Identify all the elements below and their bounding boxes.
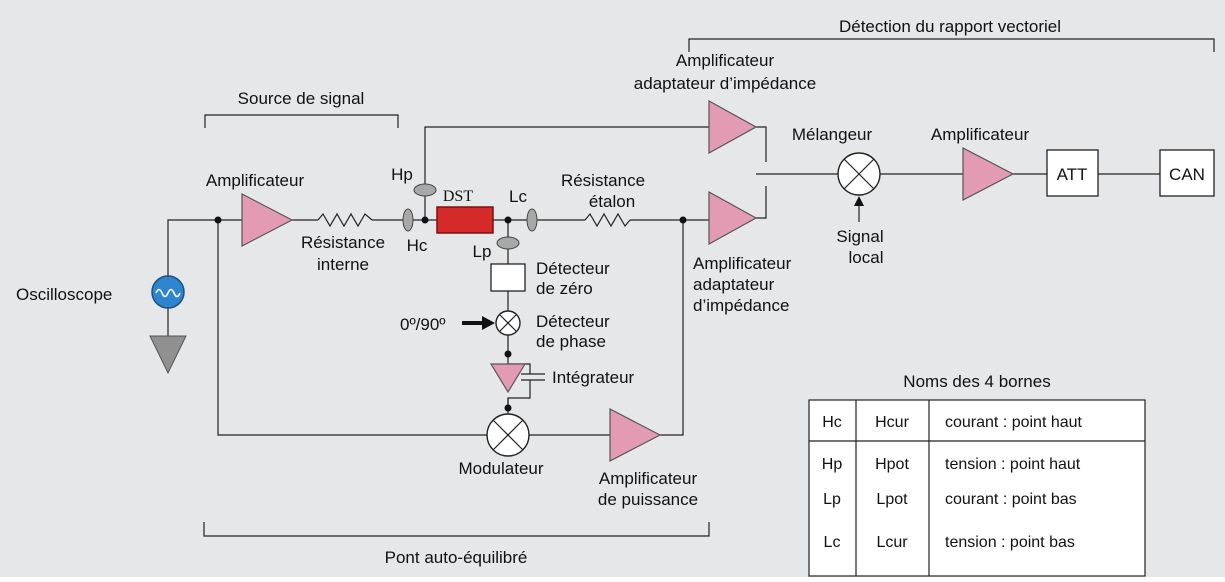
label-internal-resistance-1: Résistance bbox=[301, 233, 385, 252]
label-terminal-lp: Lp bbox=[473, 242, 492, 261]
label-buffer-top-1: Amplificateur bbox=[676, 51, 775, 70]
label-power-amp-2: de puissance bbox=[598, 490, 698, 509]
label-can: CAN bbox=[1169, 165, 1205, 184]
mixer bbox=[837, 152, 881, 196]
bracket-vector-ratio-detection bbox=[688, 38, 1215, 52]
table-cell-code: Hc bbox=[822, 414, 842, 431]
phase-detector bbox=[495, 310, 521, 336]
reference-resistor bbox=[584, 212, 631, 228]
terminals-table bbox=[808, 399, 1146, 577]
section-vector-ratio-detection: Détection du rapport vectoriel bbox=[839, 17, 1061, 36]
oscilloscope-icon bbox=[151, 275, 185, 309]
output-amplifier bbox=[962, 147, 1015, 201]
label-output-amplifier: Amplificateur bbox=[931, 125, 1030, 144]
bracket-auto-balancing-bridge bbox=[203, 522, 710, 537]
table-row: Lc Lcur tension : point bas bbox=[824, 534, 1075, 551]
section-auto-balancing-bridge: Pont auto-équilibré bbox=[385, 548, 528, 567]
terminal-hp-probe bbox=[413, 183, 437, 197]
label-buffer-top-2: adaptateur d’impédance bbox=[634, 74, 816, 93]
label-phase-detector-1: Détecteur bbox=[536, 312, 610, 331]
label-local-signal-2: local bbox=[849, 248, 884, 267]
modulator bbox=[486, 413, 530, 457]
table-row: Hc Hcur courant : point haut bbox=[822, 414, 1082, 431]
bracket-signal-source bbox=[204, 114, 399, 128]
label-dut: DST bbox=[443, 188, 473, 205]
label-power-amp-1: Amplificateur bbox=[599, 469, 698, 488]
table-cell-name: Hcur bbox=[875, 414, 909, 431]
table-cell-name: Lpot bbox=[876, 491, 908, 508]
junction-dots bbox=[214, 216, 687, 412]
table-cell-code: Lp bbox=[823, 491, 841, 508]
label-buffer-bottom-3: d’impédance bbox=[693, 296, 789, 315]
terminal-hc-probe bbox=[402, 208, 414, 232]
ground-icon bbox=[149, 335, 187, 375]
label-modulator: Modulateur bbox=[458, 459, 543, 478]
terminal-lp-probe bbox=[496, 236, 520, 250]
label-null-detector-1: Détecteur bbox=[536, 259, 610, 278]
terminal-lc-probe bbox=[526, 208, 538, 232]
label-buffer-bottom-1: Amplificateur bbox=[693, 254, 792, 273]
label-buffer-bottom-2: adaptateur bbox=[693, 275, 775, 294]
bottom-buffer-amplifier bbox=[708, 190, 758, 246]
label-internal-resistance-2: interne bbox=[317, 255, 369, 274]
label-reference-resistance-2: étalon bbox=[589, 192, 635, 211]
label-oscilloscope: Oscilloscope bbox=[16, 285, 112, 304]
label-phase-detector-2: de phase bbox=[536, 332, 606, 351]
table-cell-description: tension : point bas bbox=[945, 534, 1075, 551]
label-att: ATT bbox=[1057, 165, 1088, 184]
table-cell-name: Lcur bbox=[876, 534, 908, 551]
table-row: Hp Hpot tension : point haut bbox=[822, 456, 1081, 473]
phase-input-arrow-icon bbox=[462, 316, 495, 330]
table-cell-code: Hp bbox=[822, 456, 843, 473]
terminals-table-title: Noms des 4 bornes bbox=[903, 372, 1050, 391]
section-signal-source: Source de signal bbox=[238, 89, 365, 108]
dut-component bbox=[436, 206, 494, 234]
label-reference-resistance-1: Résistance bbox=[561, 171, 645, 190]
label-terminal-hp: Hp bbox=[391, 165, 413, 184]
table-cell-name: Hpot bbox=[875, 456, 909, 473]
power-amplifier bbox=[609, 408, 662, 462]
att-block bbox=[1046, 149, 1099, 197]
top-buffer-amplifier bbox=[708, 99, 758, 155]
table-cell-description: courant : point haut bbox=[945, 414, 1083, 431]
table-row: Lp Lpot courant : point bas bbox=[823, 491, 1077, 508]
label-null-detector-2: de zéro bbox=[536, 279, 593, 298]
can-block bbox=[1159, 149, 1215, 197]
local-signal-arrow-icon bbox=[854, 196, 864, 206]
label-phase-input: 0º/90º bbox=[400, 315, 446, 334]
wires bbox=[167, 126, 1160, 436]
label-terminal-hc: Hc bbox=[407, 236, 428, 255]
source-amplifier bbox=[241, 193, 294, 247]
integrator-amplifier bbox=[489, 363, 527, 394]
label-integrator: Intégrateur bbox=[552, 368, 635, 387]
table-cell-description: tension : point haut bbox=[945, 456, 1081, 473]
null-detector bbox=[490, 263, 526, 292]
table-cell-description: courant : point bas bbox=[945, 491, 1077, 508]
label-mixer: Mélangeur bbox=[792, 125, 873, 144]
label-local-signal-1: Signal bbox=[836, 227, 883, 246]
label-terminal-lc: Lc bbox=[509, 187, 527, 206]
label-source-amplifier: Amplificateur bbox=[206, 171, 305, 190]
table-cell-code: Lc bbox=[824, 534, 841, 551]
internal-resistor bbox=[317, 212, 373, 228]
